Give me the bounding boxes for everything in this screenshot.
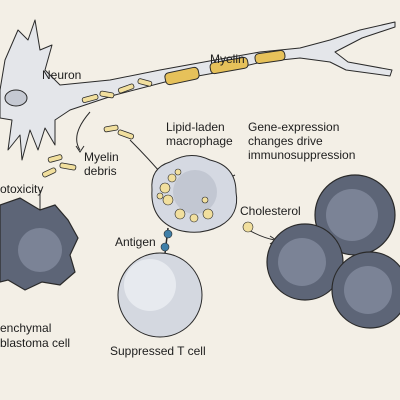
- label-myelin-debris-1: Myelin: [84, 150, 119, 164]
- label-mesenchymal-1: enchymal: [0, 321, 52, 335]
- label-mesenchymal-2: blastoma cell: [0, 336, 71, 350]
- label-toxicity: otoxicity: [0, 182, 44, 196]
- myelin-fragments: [42, 78, 153, 178]
- neuron: [0, 19, 396, 161]
- lipid-droplets: [156, 168, 254, 233]
- cholesterol-droplet: [242, 221, 254, 233]
- label-macrophage-1: Lipid-laden: [166, 120, 225, 134]
- glioblastoma-cell: [0, 197, 79, 291]
- label-myelin-debris-2: debris: [84, 164, 117, 178]
- label-antigen: Antigen: [115, 235, 156, 249]
- label-gene-expression-2: changes drive: [248, 134, 323, 148]
- label-myelin: Myelin: [210, 52, 245, 66]
- label-neuron: Neuron: [42, 68, 82, 82]
- label-cholesterol: Cholesterol: [240, 204, 301, 218]
- label-macrophage-2: macrophage: [166, 134, 233, 148]
- t-cell: [117, 252, 203, 338]
- glioblastoma-cluster: [266, 174, 400, 329]
- label-gene-expression-1: Gene-expression: [248, 120, 340, 134]
- label-t-cell: Suppressed T cell: [110, 344, 206, 358]
- myelin-sheath: [164, 49, 286, 86]
- neuron-nucleus: [4, 89, 28, 107]
- label-gene-expression-3: immunosuppression: [248, 148, 356, 162]
